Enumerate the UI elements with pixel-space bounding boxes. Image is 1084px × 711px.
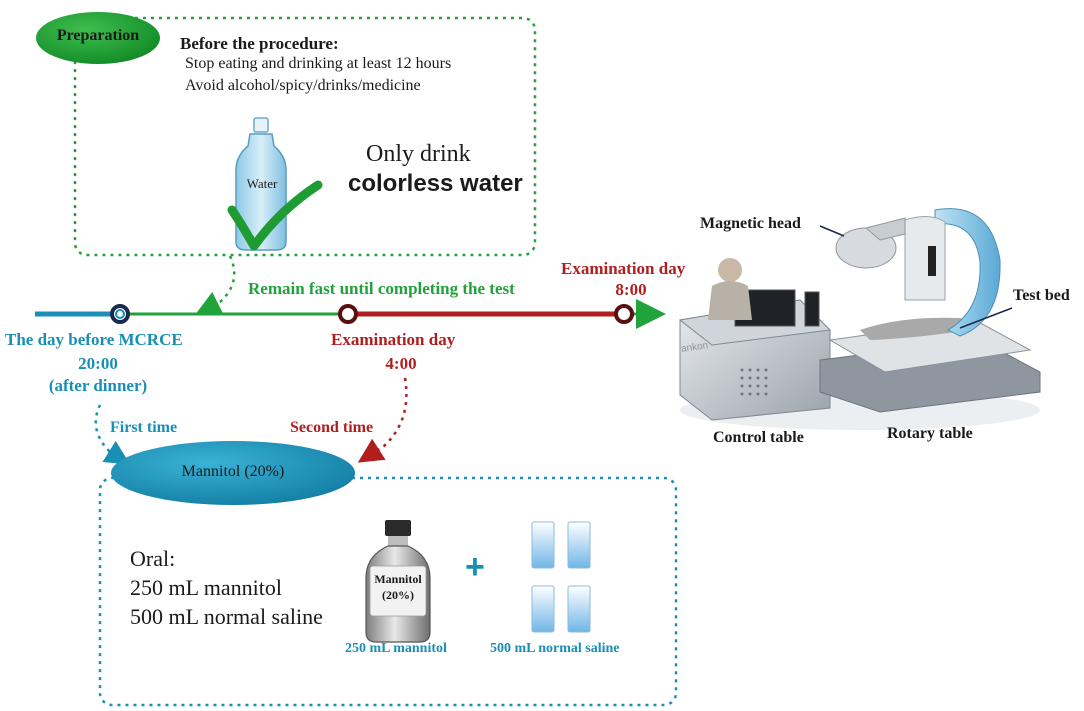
first-time-label: First time bbox=[110, 419, 178, 436]
preparation-line-2: Avoid alcohol/spicy/drinks/medicine bbox=[185, 77, 421, 94]
colorless-water-text: colorless water bbox=[348, 170, 523, 197]
mannitol-bottle-caption: 250 mL mannitol bbox=[345, 641, 447, 656]
preparation-badge-shape bbox=[36, 12, 160, 64]
control-table-label: Control table bbox=[713, 429, 804, 446]
gantry-ring bbox=[934, 208, 1001, 337]
fast-label: Remain fast until completing the test bbox=[248, 279, 515, 298]
exam-end-label: Examination day bbox=[561, 259, 686, 278]
mannitol-box bbox=[98, 476, 678, 707]
second-time-arrow bbox=[357, 377, 408, 463]
second-time-label: Second time bbox=[290, 419, 374, 436]
mannitol-bottle-label: Mannitol bbox=[374, 572, 422, 586]
preparation-connector bbox=[195, 255, 236, 315]
rotary-table-label: Rotary table bbox=[887, 425, 973, 442]
saline-cups-caption: 500 mL normal saline bbox=[490, 641, 620, 656]
exam-end-time: 8:00 bbox=[615, 280, 647, 299]
water-bottle-label: Water bbox=[246, 176, 278, 191]
mannitol-ellipse-label: Mannitol (20%) bbox=[181, 463, 285, 480]
mcrce-equipment-illustration bbox=[678, 208, 1041, 430]
exam-mid-time: 4:00 bbox=[385, 354, 417, 373]
day-before-time: 20:00 bbox=[78, 354, 118, 373]
saline-cups-icon bbox=[531, 521, 591, 633]
node-exam-8am bbox=[614, 304, 634, 324]
check-mark-icon bbox=[227, 180, 323, 251]
preparation-box bbox=[73, 16, 537, 257]
mannitol-bottle-icon bbox=[365, 520, 431, 643]
monitor-2 bbox=[804, 291, 820, 327]
node-exam-4am bbox=[338, 304, 358, 324]
oral-heading: Oral: bbox=[130, 546, 176, 571]
operator-head bbox=[718, 258, 742, 282]
preparation-badge: Preparation bbox=[56, 27, 140, 44]
magnetic-head-pointer bbox=[819, 225, 845, 237]
mannitol-ellipse-shape bbox=[111, 441, 355, 505]
only-drink-text: Only drink bbox=[366, 141, 471, 167]
patient bbox=[860, 317, 971, 340]
oral-line-mannitol: 250 mL mannitol bbox=[130, 575, 282, 600]
plus-sign: + bbox=[465, 548, 485, 586]
operator-body bbox=[708, 281, 752, 320]
preparation-line-1: Stop eating and drinking at least 12 hou… bbox=[185, 55, 452, 72]
test-bed-pointer bbox=[959, 307, 1013, 329]
day-before-label: The day before MCRCE bbox=[5, 330, 183, 349]
exam-mid-label: Examination day bbox=[331, 330, 456, 349]
magnetic-head-label: Magnetic head bbox=[700, 215, 801, 232]
oral-line-saline: 500 mL normal saline bbox=[130, 604, 323, 629]
day-before-note: (after dinner) bbox=[48, 376, 148, 395]
mannitol-bottle-concentration: (20%) bbox=[382, 588, 414, 602]
test-bed-label: Test bed bbox=[1013, 287, 1070, 304]
preparation-heading: Before the procedure: bbox=[180, 34, 339, 53]
